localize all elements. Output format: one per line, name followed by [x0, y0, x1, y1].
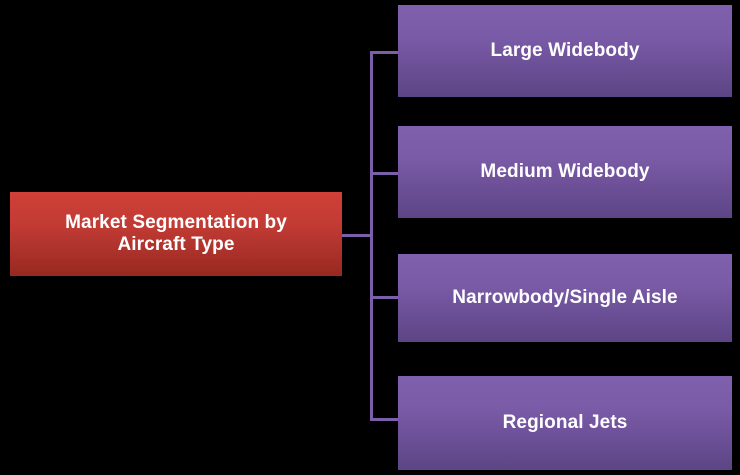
connector-trunk [370, 51, 373, 421]
leaf-node-large-widebody[interactable]: Large Widebody [398, 5, 732, 97]
leaf-node-label: Narrowbody/Single Aisle [452, 286, 678, 308]
leaf-node-label: Regional Jets [502, 411, 628, 433]
root-node-label-line-2: Aircraft Type [117, 234, 235, 255]
root-node-label-line-1: Market Segmentation by [65, 211, 287, 233]
leaf-node-medium-widebody[interactable]: Medium Widebody [398, 126, 732, 218]
root-node-label: Market Segmentation by Aircraft Type [65, 212, 287, 257]
connector-arm-regional-jets [370, 418, 398, 421]
root-node-market-segmentation[interactable]: Market Segmentation by Aircraft Type [10, 192, 342, 276]
leaf-node-label: Medium Widebody [480, 160, 650, 182]
connector-arm-large-widebody [370, 51, 398, 54]
leaf-node-regional-jets[interactable]: Regional Jets [398, 376, 732, 470]
connector-arm-narrowbody-single-aisle [370, 296, 398, 299]
leaf-node-narrowbody-single-aisle[interactable]: Narrowbody/Single Aisle [398, 254, 732, 342]
connector-root-stub [342, 234, 373, 237]
leaf-node-label: Large Widebody [490, 39, 640, 61]
connector-arm-medium-widebody [370, 172, 398, 175]
